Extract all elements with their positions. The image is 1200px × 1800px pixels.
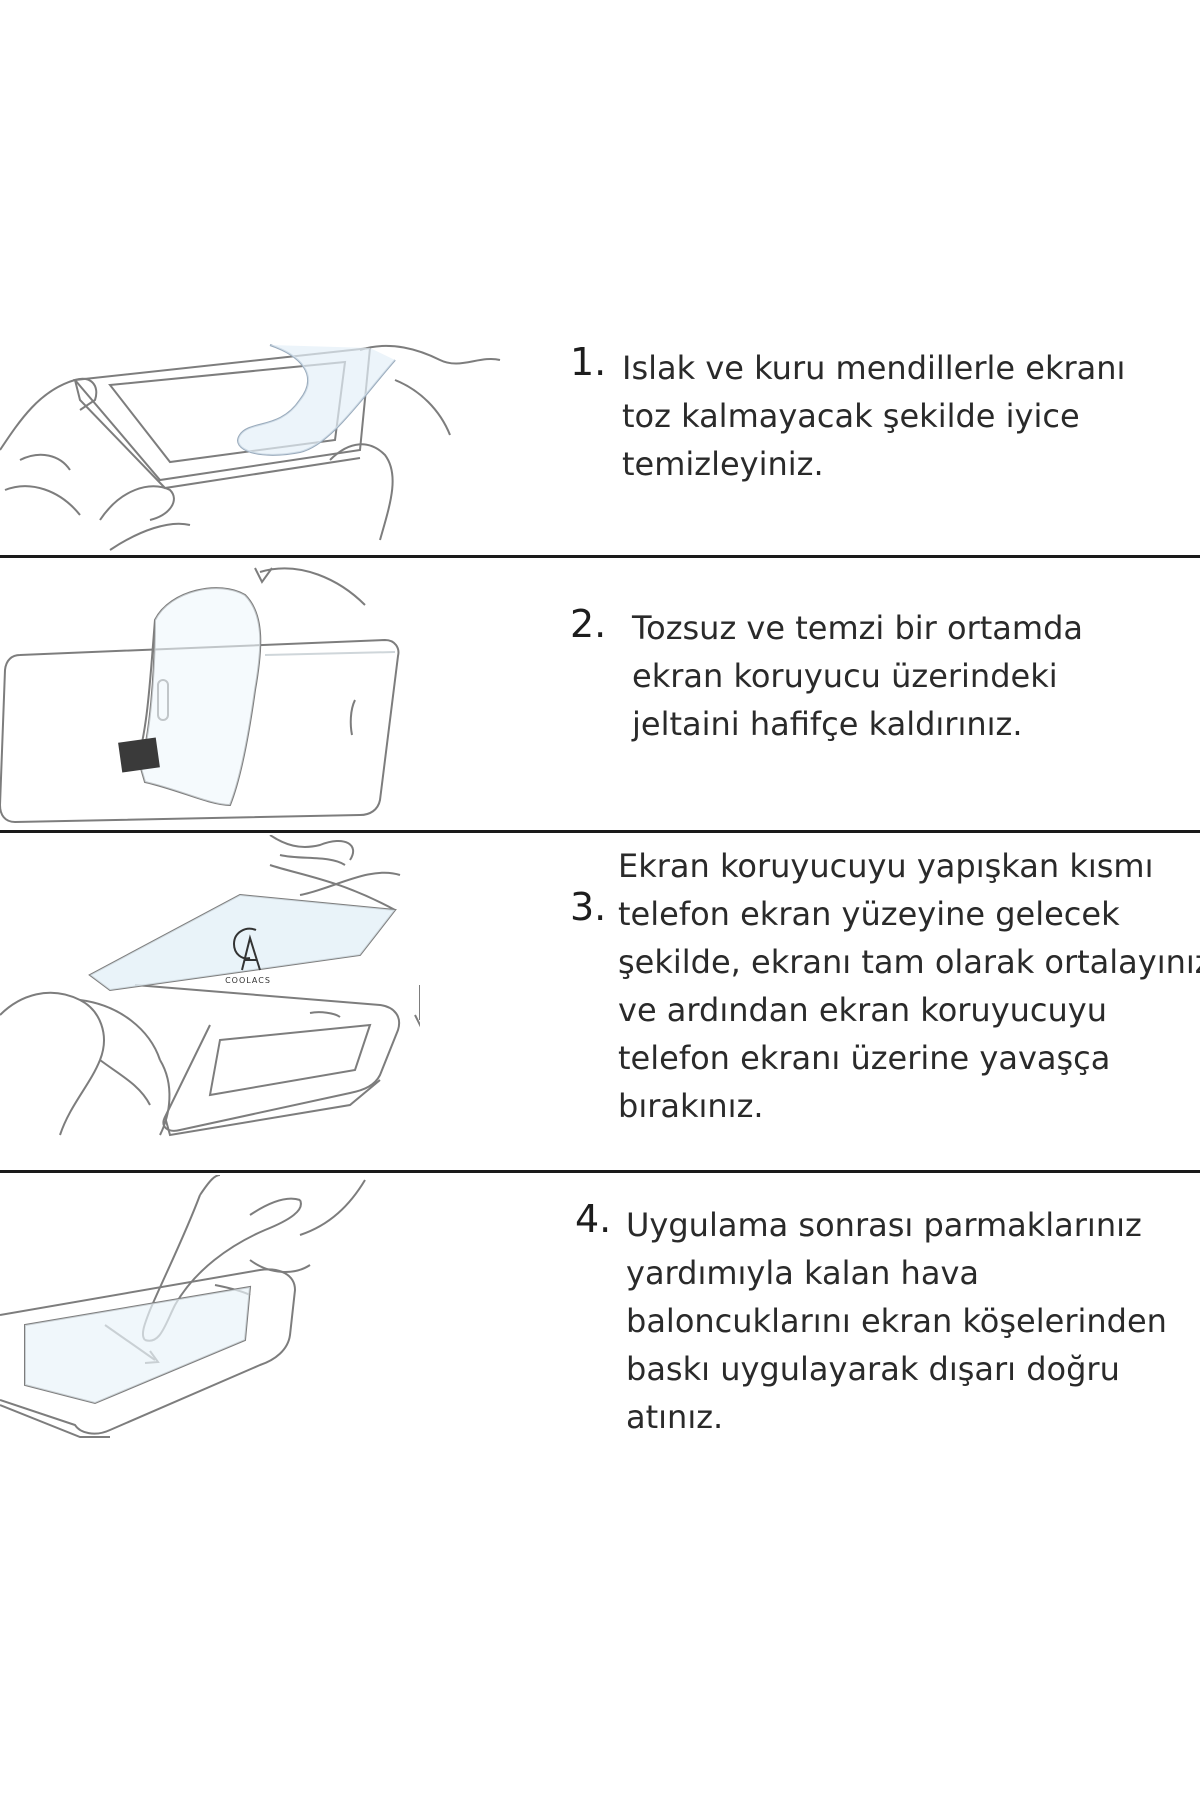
step-2-line: jeltaini hafifçe kaldırınız. [632,705,1023,743]
step-4-line: atınız. [626,1398,724,1436]
step-3-line: şekilde, ekranı tam olarak ortalayınız [618,943,1200,981]
step-1-text: Islak ve kuru mendillerle ekranı toz kal… [622,344,1125,488]
step-3-number: 3. [570,885,607,929]
section-divider [0,555,1200,558]
step-3-line: Ekran koruyucuyu yapışkan kısmı [618,847,1154,885]
section-divider [0,830,1200,833]
step-2-text: Tozsuz ve temzi bir ortamda ekran koruyu… [632,604,1083,748]
step-1-line: Islak ve kuru mendillerle ekranı [622,349,1126,387]
step-4-text: Uygulama sonrası parmaklarınız yardımıyl… [626,1201,1167,1441]
step-2-number: 2. [570,602,607,646]
step-1-section: 1. Islak ve kuru mendillerle ekranı toz … [0,340,1200,555]
step-3-section: COOLACS 3. Ekran koruyucuyu yapışkan kıs… [0,835,1200,1170]
step-4-line: baloncuklarını ekran köşelerinden [626,1302,1167,1340]
peel-film-illustration [0,567,400,824]
step-4-line: yardımıyla kalan hava [626,1254,979,1292]
coolacs-logo-text: COOLACS [225,976,271,985]
step-4-line: Uygulama sonrası parmaklarınız [626,1206,1142,1244]
coolacs-logo: COOLACS [218,924,278,985]
step-4-number: 4. [575,1197,612,1241]
step-3-text: Ekran koruyucuyu yapışkan kısmı telefon … [618,842,1200,1130]
step-3-line: bırakınız. [618,1087,764,1125]
press-bubbles-illustration [0,1175,366,1438]
coolacs-logo-mark-icon [232,927,261,971]
place-protector-illustration [0,835,420,1137]
step-3-line: telefon ekran yüzeyine gelecek [618,895,1120,933]
step-2-section: 2. Tozsuz ve temzi bir ortamda ekran kor… [0,560,1200,830]
step-1-number: 1. [570,340,607,384]
step-3-line: ve ardından ekran koruyucuyu [618,991,1108,1029]
section-divider [0,1170,1200,1173]
cleaning-screen-illustration [0,344,501,551]
step-1-line: temizleyiniz. [622,445,824,483]
step-3-line: telefon ekranı üzerine yavaşça [618,1039,1111,1077]
step-2-line: Tozsuz ve temzi bir ortamda [632,609,1083,647]
step-4-section: 4. Uygulama sonrası parmaklarınız yardım… [0,1175,1200,1455]
step-1-line: toz kalmayacak şekilde iyice [622,397,1080,435]
step-4-line: baskı uygulayarak dışarı doğru [626,1350,1120,1388]
step-2-line: ekran koruyucu üzerindeki [632,657,1058,695]
